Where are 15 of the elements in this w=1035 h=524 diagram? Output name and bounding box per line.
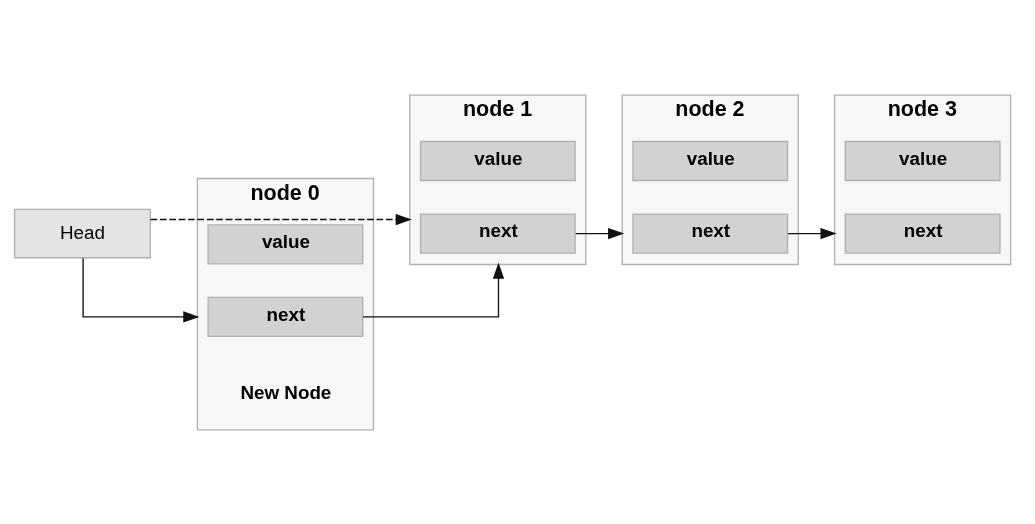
node-label: New Node [239, 381, 331, 403]
node-box: value [419, 140, 576, 181]
arrow [361, 262, 504, 318]
arrow [574, 227, 624, 239]
node-box: next [631, 212, 788, 254]
node-box: next [206, 296, 363, 337]
arrow [149, 213, 412, 225]
node-box: next [844, 212, 1001, 254]
arrow [786, 227, 837, 239]
node-box: next [419, 212, 576, 254]
node-box: value [844, 140, 1001, 181]
node-box: value [631, 140, 788, 181]
arrow [81, 257, 199, 323]
node-box: Head [13, 208, 151, 258]
node-box: value [206, 223, 363, 264]
